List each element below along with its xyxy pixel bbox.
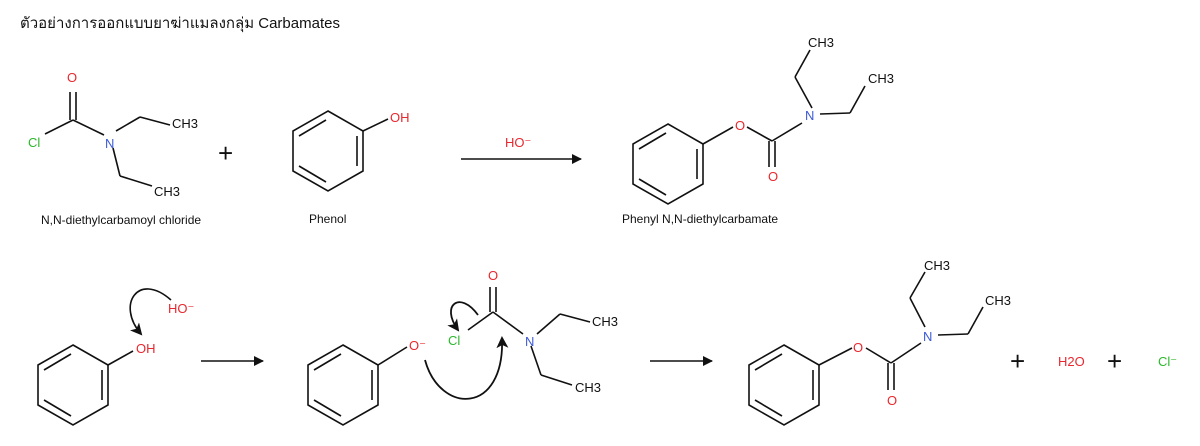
mech-product-methyl-label-a: CH3 (924, 258, 950, 273)
mechanism-product-carbamate (748, 271, 984, 426)
inter-methyl-label-b: CH3 (575, 380, 601, 395)
p1-ring-oxygen-label: O (735, 118, 745, 133)
mechanism-phenol (37, 344, 134, 426)
phenyl-diethylcarbamate (632, 49, 866, 205)
page-title: ตัวอย่างการออกแบบยาฆ่าแมลงกลุ่ม Carbamat… (20, 15, 340, 32)
inter-nitrogen-label: N (525, 334, 534, 349)
mech-phenol-oh-label: OH (136, 341, 156, 356)
inter-oxygen-label: O (488, 268, 498, 283)
chloride-ion-label: Cl⁻ (1158, 354, 1177, 369)
phenol-oh-label: OH (390, 110, 410, 125)
nucleophilic-attack-curved-arrow (424, 336, 509, 400)
hydroxide-attack-curved-arrow (129, 288, 172, 336)
intermediate-carbamoyl-chloride (467, 287, 591, 386)
r1-nitrogen-label: N (105, 136, 114, 151)
r1-methyl-label-a: CH3 (172, 116, 198, 131)
mech-product-nitrogen-label: N (923, 329, 932, 344)
p1-methyl-label-a: CH3 (808, 35, 834, 50)
p1-methyl-label-b: CH3 (868, 71, 894, 86)
p1-carbonyl-oxygen-label: O (768, 169, 778, 184)
mech-hydroxide-label: HO⁻ (168, 301, 194, 316)
phenoxide-oxygen-label: O⁻ (409, 338, 426, 353)
diethylcarbamoyl-chloride (44, 92, 171, 187)
r1-chlorine-label: Cl (28, 135, 40, 150)
plus-sign-1: + (218, 138, 233, 168)
r1-name-label: N,N-diethylcarbamoyl chloride (41, 213, 201, 227)
water-label: H2O (1058, 354, 1085, 369)
phenoxide-ion (307, 344, 408, 426)
mech-product-carbonyl-oxygen-label: O (887, 393, 897, 408)
phenol-name-label: Phenol (309, 212, 346, 226)
chloride-leaving-curved-arrow (447, 301, 479, 332)
inter-chlorine-label: Cl (448, 333, 460, 348)
p1-nitrogen-label: N (805, 108, 814, 123)
hydroxide-catalyst-label: HO⁻ (505, 135, 531, 150)
mech-product-methyl-label-b: CH3 (985, 293, 1011, 308)
r1-oxygen-label: O (67, 70, 77, 85)
phenol-molecule (292, 110, 389, 192)
mech-product-ring-oxygen-label: O (853, 340, 863, 355)
plus-sign-3: + (1107, 346, 1122, 376)
plus-sign-2: + (1010, 346, 1025, 376)
r1-methyl-label-b: CH3 (154, 184, 180, 199)
inter-methyl-label-a: CH3 (592, 314, 618, 329)
p1-name-label: Phenyl N,N-diethylcarbamate (622, 212, 778, 226)
